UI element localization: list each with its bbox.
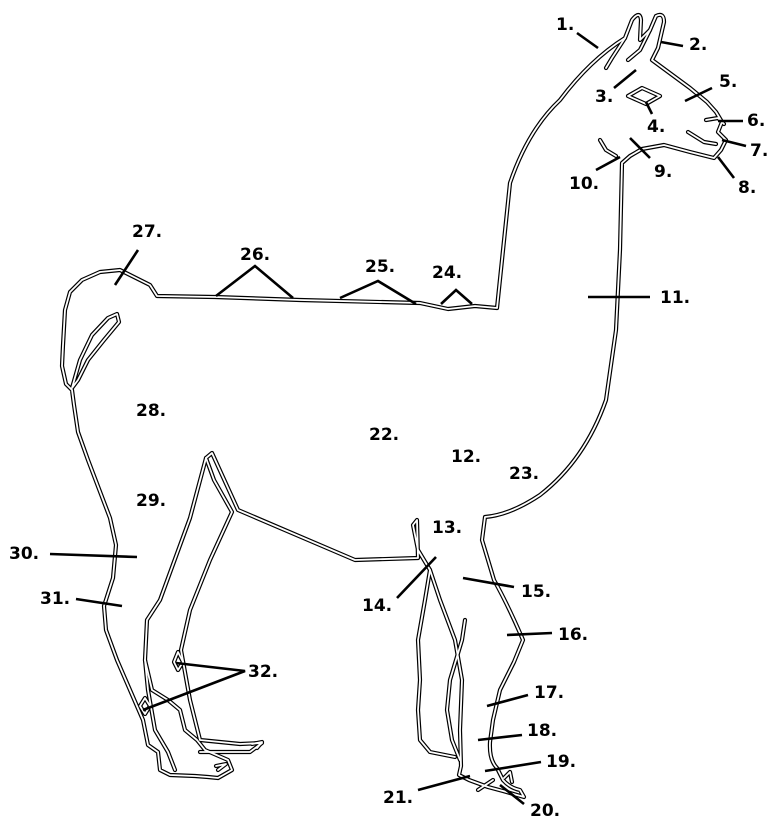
leader-10 xyxy=(596,157,620,170)
label-3: 3. xyxy=(595,87,613,107)
label-22: 22. xyxy=(369,425,399,445)
label-24: 24. xyxy=(432,263,462,283)
label-19: 19. xyxy=(546,752,576,772)
number-labels: 1. 2. 3. 4. 5. 6. 7. 8. 9. 10. 11. 12. 1… xyxy=(9,15,768,819)
leader-8 xyxy=(718,157,734,178)
label-16: 16. xyxy=(558,625,588,645)
leader-30 xyxy=(50,554,137,557)
label-4: 4. xyxy=(647,117,665,137)
label-5: 5. xyxy=(719,72,737,92)
label-1: 1. xyxy=(556,15,574,35)
leader-5 xyxy=(685,88,712,101)
label-26: 26. xyxy=(240,245,270,265)
label-30: 30. xyxy=(9,544,39,564)
leader-16 xyxy=(507,633,552,635)
label-10: 10. xyxy=(569,174,599,194)
label-6: 6. xyxy=(747,111,765,131)
label-15: 15. xyxy=(521,582,551,602)
label-31: 31. xyxy=(40,589,70,609)
label-14: 14. xyxy=(362,596,392,616)
label-13: 13. xyxy=(432,518,462,538)
leader-3 xyxy=(614,70,636,88)
leader-17 xyxy=(487,695,528,706)
label-27: 27. xyxy=(132,222,162,242)
leader-15 xyxy=(463,578,514,587)
label-9: 9. xyxy=(654,162,672,182)
label-29: 29. xyxy=(136,491,166,511)
leader-2 xyxy=(661,42,683,46)
label-32: 32. xyxy=(248,662,278,682)
label-17: 17. xyxy=(534,683,564,703)
leader-18 xyxy=(478,735,522,740)
leader-26 xyxy=(216,266,293,298)
label-20: 20. xyxy=(530,801,560,819)
leader-27 xyxy=(115,250,138,285)
label-7: 7. xyxy=(750,141,768,161)
label-21: 21. xyxy=(383,788,413,808)
label-12: 12. xyxy=(451,447,481,467)
label-18: 18. xyxy=(527,721,557,741)
label-2: 2. xyxy=(689,35,707,55)
label-11: 11. xyxy=(660,288,690,308)
leader-32 xyxy=(143,663,245,710)
label-25: 25. xyxy=(365,257,395,277)
label-23: 23. xyxy=(509,464,539,484)
leader-1 xyxy=(577,33,598,48)
label-8: 8. xyxy=(738,178,756,198)
label-28: 28. xyxy=(136,401,166,421)
leader-24 xyxy=(441,290,472,304)
leader-21 xyxy=(418,776,470,790)
leader-31 xyxy=(76,599,122,606)
